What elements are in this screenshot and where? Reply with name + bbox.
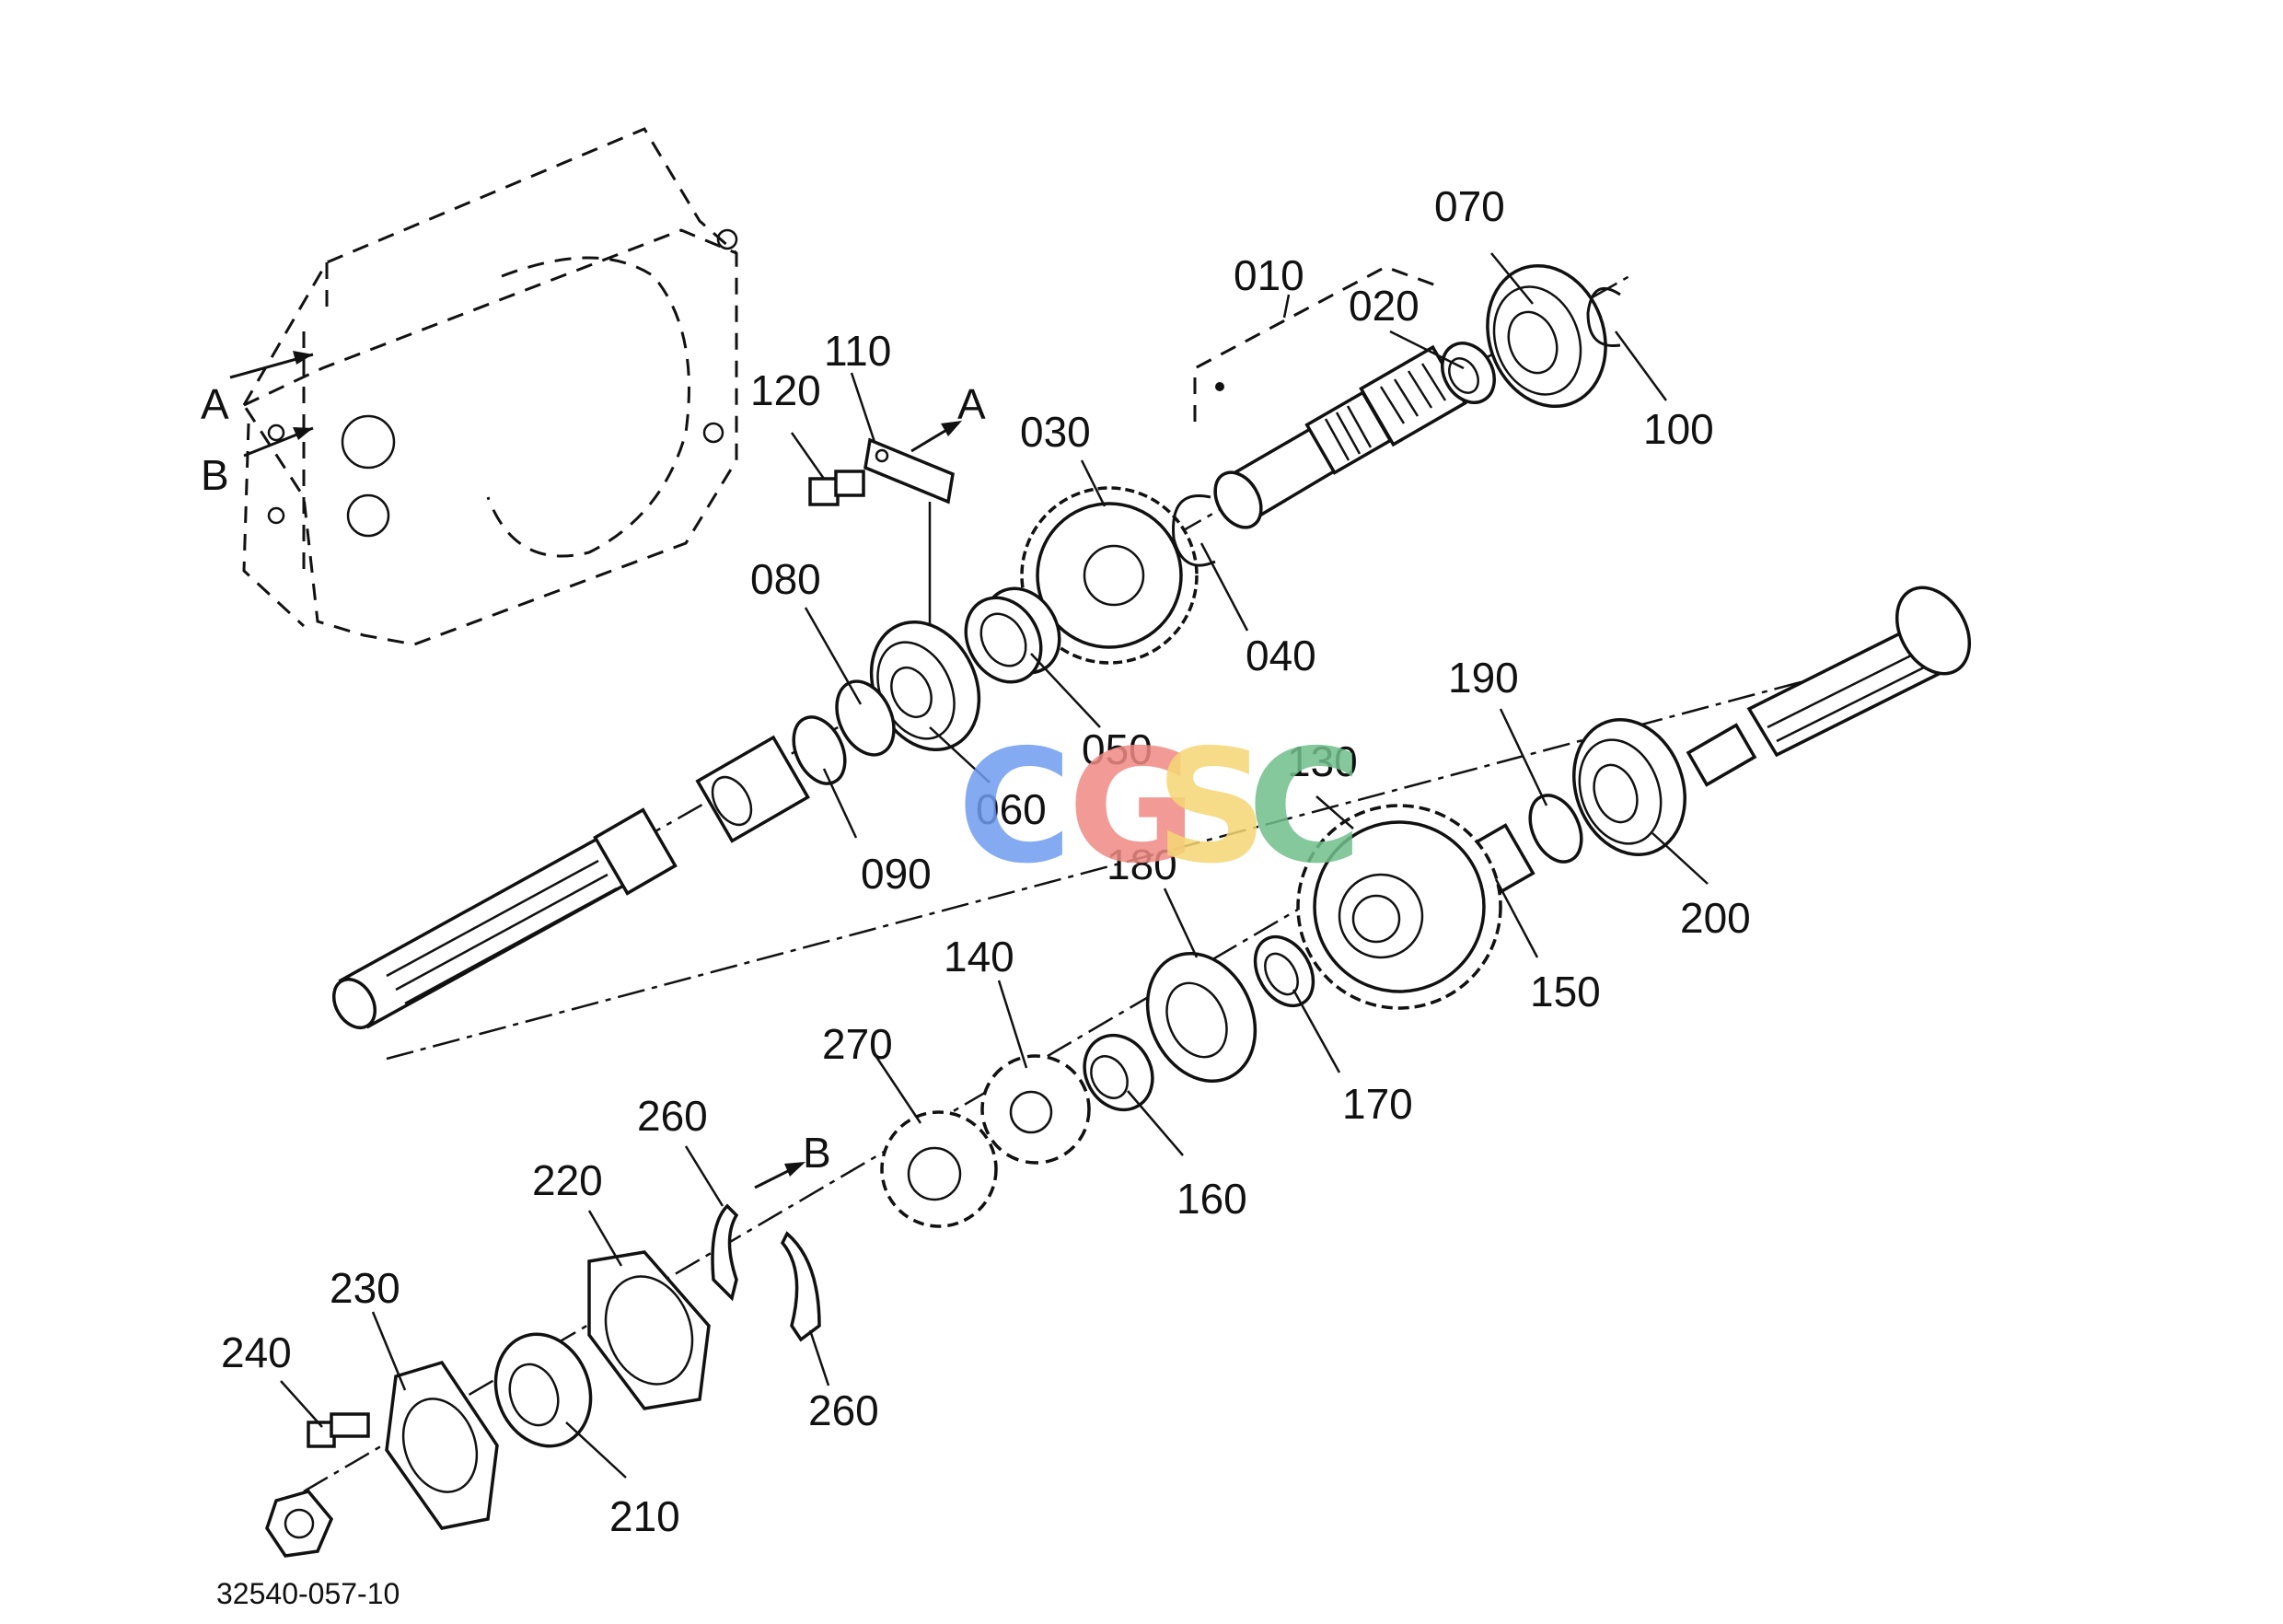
callout-240: 240 [221, 1328, 292, 1376]
callout-260-lower: 260 [808, 1386, 879, 1434]
callout-190: 190 [1448, 654, 1519, 702]
callout-260-upper: 260 [637, 1092, 708, 1140]
callout-020: 020 [1349, 282, 1420, 330]
callout-220: 220 [532, 1156, 603, 1204]
gear-130 [1296, 804, 1502, 1010]
callout-110: 110 [824, 327, 891, 375]
watermark-letter-c2: C [1247, 716, 1362, 899]
collar-180 [1145, 951, 1257, 1084]
watermark-letter-c1: C [957, 716, 1072, 899]
flange-220 [587, 1250, 711, 1410]
nut [265, 1490, 334, 1558]
circlip-040 [1172, 494, 1216, 567]
plate-230 [385, 1360, 499, 1530]
callout-120: 120 [750, 366, 821, 414]
shaft-010 [1213, 344, 1467, 529]
callout-140: 140 [944, 933, 1014, 980]
watermark-letter-g: G [1068, 716, 1197, 899]
callout-150: 150 [1530, 968, 1601, 1015]
callout-090: 090 [861, 850, 932, 898]
drawing-number: 32540-057-10 [216, 1577, 400, 1610]
ring-090 [792, 715, 847, 785]
spacer-020 [1441, 342, 1496, 404]
needle-bearing-lower [695, 735, 810, 843]
callout-070: 070 [1434, 182, 1505, 230]
watermark-letter-s: S [1155, 716, 1268, 899]
ball-bearing-070 [1486, 263, 1607, 409]
needle-bearing-170 [1253, 934, 1315, 1008]
collar-050 [964, 586, 1061, 684]
bolt-120 [808, 470, 865, 506]
callout-030: 030 [1020, 408, 1091, 456]
view-marker-b-case: B [201, 451, 229, 499]
gear-140 [980, 1054, 1091, 1165]
callout-210: 210 [609, 1492, 680, 1540]
needle-bearing-160 [1083, 1033, 1154, 1112]
ball-bearing-210 [493, 1332, 593, 1448]
callout-230: 230 [330, 1264, 400, 1312]
bolt-240 [307, 1412, 370, 1448]
callout-200: 200 [1680, 894, 1751, 942]
callout-040: 040 [1246, 632, 1316, 679]
lock-plate-110 [863, 437, 955, 626]
callout-270: 270 [822, 1020, 893, 1068]
ball-bearing-200 [1572, 718, 1686, 856]
gear-270 [880, 1110, 998, 1228]
main-shaft [331, 807, 678, 1029]
callout-180: 180 [1107, 841, 1177, 888]
transmission-case [229, 127, 738, 646]
retainer-260-lower [780, 1231, 821, 1342]
callout-050: 050 [1082, 725, 1153, 773]
watermark-logo: C G S C [957, 716, 1362, 899]
callout-010: 010 [1234, 251, 1304, 299]
view-marker-b-retainer: B [803, 1129, 831, 1177]
shim-190 [1528, 794, 1583, 864]
callout-170: 170 [1342, 1080, 1413, 1128]
callout-080: 080 [750, 555, 821, 603]
leader-lines [280, 252, 1709, 1479]
gear-030 [1020, 486, 1199, 665]
callout-160: 160 [1176, 1175, 1247, 1223]
callout-100: 100 [1643, 405, 1714, 453]
view-marker-a-plate: A [957, 380, 986, 428]
callout-130: 130 [1287, 737, 1358, 785]
retainer-260-upper [711, 1203, 739, 1302]
pto-shaft [1686, 586, 1972, 787]
callout-060: 060 [976, 785, 1047, 833]
circlip-100 [1586, 286, 1621, 348]
view-marker-a-case: A [201, 380, 229, 428]
